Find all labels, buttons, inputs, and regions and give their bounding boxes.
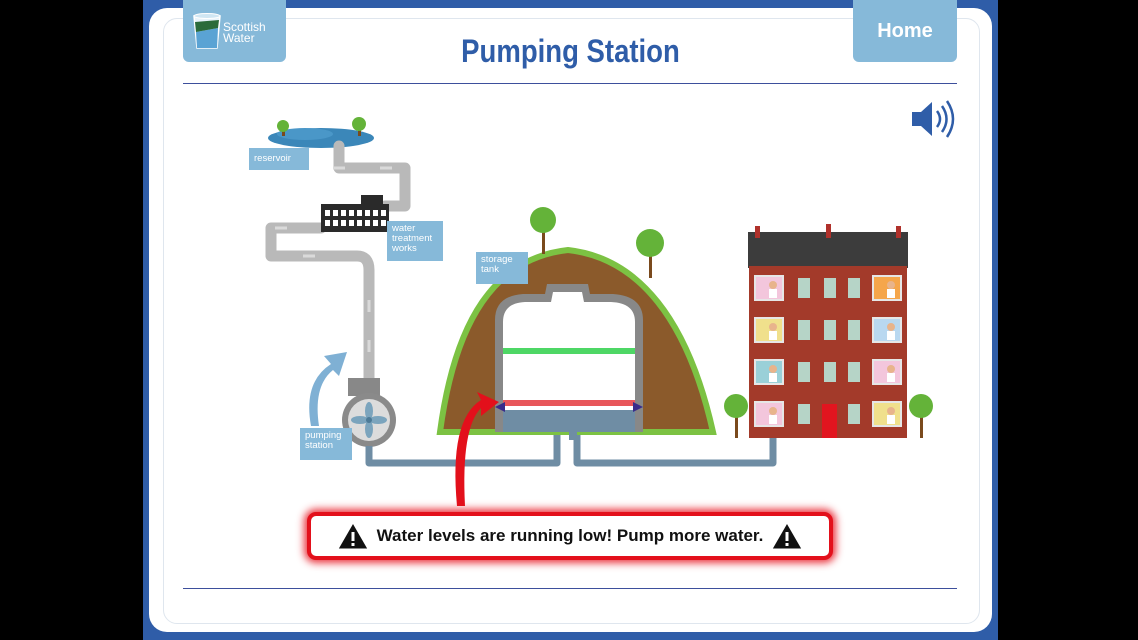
window — [848, 362, 860, 382]
storage-tank — [436, 207, 717, 440]
window — [848, 278, 860, 298]
pumping-station — [309, 352, 396, 447]
warning-icon — [336, 522, 369, 550]
window — [349, 210, 354, 216]
tree — [909, 394, 933, 438]
content-border — [163, 18, 980, 624]
window — [365, 210, 370, 216]
reservoir-label: reservoir — [249, 148, 309, 170]
wtw-label-line2: treatment — [392, 233, 433, 244]
storage-label-line1: storage — [481, 254, 513, 265]
logo-text: Scottish Water — [223, 20, 266, 45]
window — [824, 362, 836, 382]
window — [373, 210, 378, 216]
apartment-window — [872, 275, 902, 301]
wtw-label-line3: works — [392, 243, 417, 254]
window — [381, 220, 386, 226]
storage-label-line2: tank — [481, 264, 499, 275]
tree — [352, 117, 366, 136]
window — [381, 210, 386, 216]
speaker-icon[interactable] — [912, 100, 955, 138]
warning-icon — [771, 522, 804, 550]
window — [798, 278, 810, 298]
window — [325, 220, 330, 226]
pumping-station-label: pumping station — [300, 428, 352, 460]
logo-text-line1: Scottish — [223, 20, 266, 34]
reservoir-label-text: reservoir — [254, 153, 291, 164]
apartment-window — [754, 275, 784, 301]
apartment-window — [754, 359, 784, 385]
window — [373, 220, 378, 226]
window — [349, 220, 354, 226]
apartment-window — [872, 359, 902, 385]
supply-pipe — [265, 140, 411, 386]
water-treatment-works-label: water treatment works — [387, 221, 443, 261]
tree — [530, 207, 556, 254]
tree — [724, 394, 748, 438]
tenement-building — [724, 224, 933, 438]
window — [365, 220, 370, 226]
fan-icon — [351, 402, 387, 438]
water-network-scene — [265, 100, 955, 506]
left-level-marker-icon — [495, 402, 505, 412]
pumping-label-line2: station — [305, 440, 333, 451]
window — [357, 210, 362, 216]
logo-text-line2: Water — [223, 31, 255, 45]
window — [798, 362, 810, 382]
scottish-water-logo-button[interactable]: Scottish Water — [183, 0, 286, 62]
window — [848, 404, 860, 424]
title-divider — [183, 83, 957, 84]
storage-tank-label: storage tank — [476, 252, 528, 284]
pumping-label-line1: pumping — [305, 430, 342, 441]
window — [333, 220, 338, 226]
alert-pointer-arrow-icon — [455, 392, 499, 506]
pump-direction-arrow-icon — [309, 352, 347, 426]
reservoir — [268, 117, 374, 148]
tree — [636, 229, 664, 278]
window — [824, 320, 836, 340]
window — [798, 320, 810, 340]
low-water-alert: Water levels are running low! Pump more … — [307, 512, 833, 560]
window — [325, 210, 330, 216]
window — [848, 320, 860, 340]
tree — [277, 120, 289, 136]
current-level-indicator — [503, 400, 635, 406]
apartment-window — [872, 317, 902, 343]
alert-message: Water levels are running low! Pump more … — [376, 526, 764, 545]
window — [341, 210, 346, 216]
apartment-window — [872, 401, 902, 427]
water-treatment-works — [321, 195, 389, 232]
window — [798, 404, 810, 424]
window — [333, 210, 338, 216]
apartment-window — [754, 401, 784, 427]
home-button[interactable]: Home — [853, 0, 957, 62]
app-frame: Scottish Water Home Pumping Station — [143, 0, 998, 640]
apartment-window — [754, 317, 784, 343]
window — [824, 278, 836, 298]
right-level-marker-icon — [633, 402, 643, 412]
page-title: Pumping Station — [461, 33, 680, 69]
footer-divider — [183, 588, 957, 589]
window — [341, 220, 346, 226]
wtw-label-line1: water — [392, 223, 416, 234]
target-level-indicator — [503, 348, 635, 354]
window — [357, 220, 362, 226]
water-glass-logo-icon — [193, 13, 221, 49]
